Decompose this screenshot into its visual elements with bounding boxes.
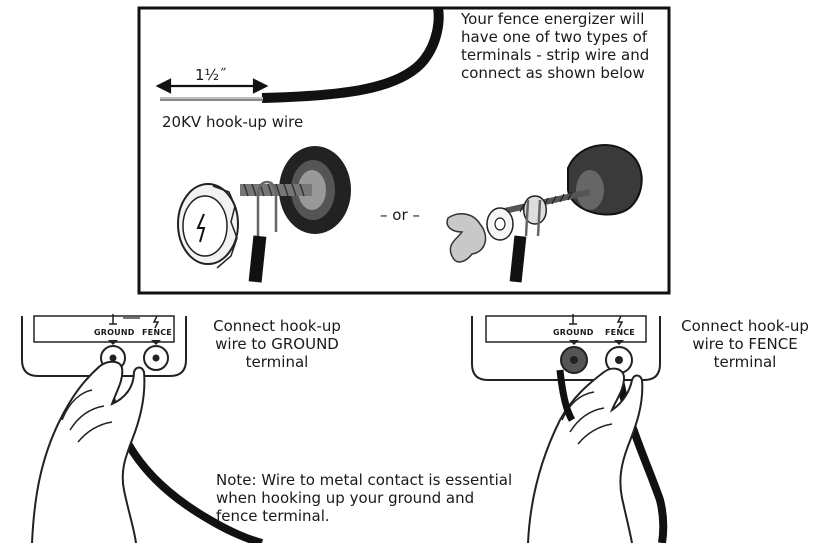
ground-terminal-label-left: GROUND <box>94 328 135 337</box>
energizer-right <box>471 314 661 381</box>
terminal-types-note: Your fence energizer will have one of tw… <box>461 10 666 82</box>
note-line: Your fence energizer will <box>461 10 645 28</box>
or-separator: – or – <box>380 206 420 224</box>
caption-line: terminal <box>713 353 777 371</box>
strip-length-arrow <box>155 78 269 94</box>
hookup-wire <box>261 7 444 103</box>
contact-note: Note: Wire to metal contact is essential… <box>216 471 516 525</box>
caption-line: Connect hook-up <box>681 317 809 335</box>
note-line: connect as shown below <box>461 64 645 82</box>
note-line: when hooking up your ground and <box>216 489 475 507</box>
ground-terminal-label-right: GROUND <box>553 328 594 337</box>
fence-caption: Connect hook-up wire to FENCE terminal <box>670 317 820 371</box>
ground-caption: Connect hook-up wire to GROUND terminal <box>202 317 352 371</box>
strip-length-label: 1½˝ <box>195 66 227 84</box>
knob-terminal <box>177 146 351 283</box>
caption-line: wire to FENCE <box>692 335 798 353</box>
fence-terminal-label-left: FENCE <box>142 328 172 337</box>
energizer-left <box>21 314 187 377</box>
wire-type-label: 20KV hook-up wire <box>162 113 304 131</box>
note-line: Note: Wire to metal contact is essential <box>216 471 513 489</box>
hand-right <box>527 367 644 543</box>
note-line: fence terminal. <box>216 507 330 525</box>
note-line: terminals - strip wire and <box>461 46 650 64</box>
hand-left <box>31 360 146 543</box>
fence-terminal-label-right: FENCE <box>605 328 635 337</box>
caption-line: Connect hook-up <box>213 317 341 335</box>
caption-line: wire to GROUND <box>215 335 339 353</box>
caption-line: terminal <box>245 353 309 371</box>
note-line: have one of two types of <box>461 28 648 46</box>
wingnut-terminal <box>446 144 643 283</box>
